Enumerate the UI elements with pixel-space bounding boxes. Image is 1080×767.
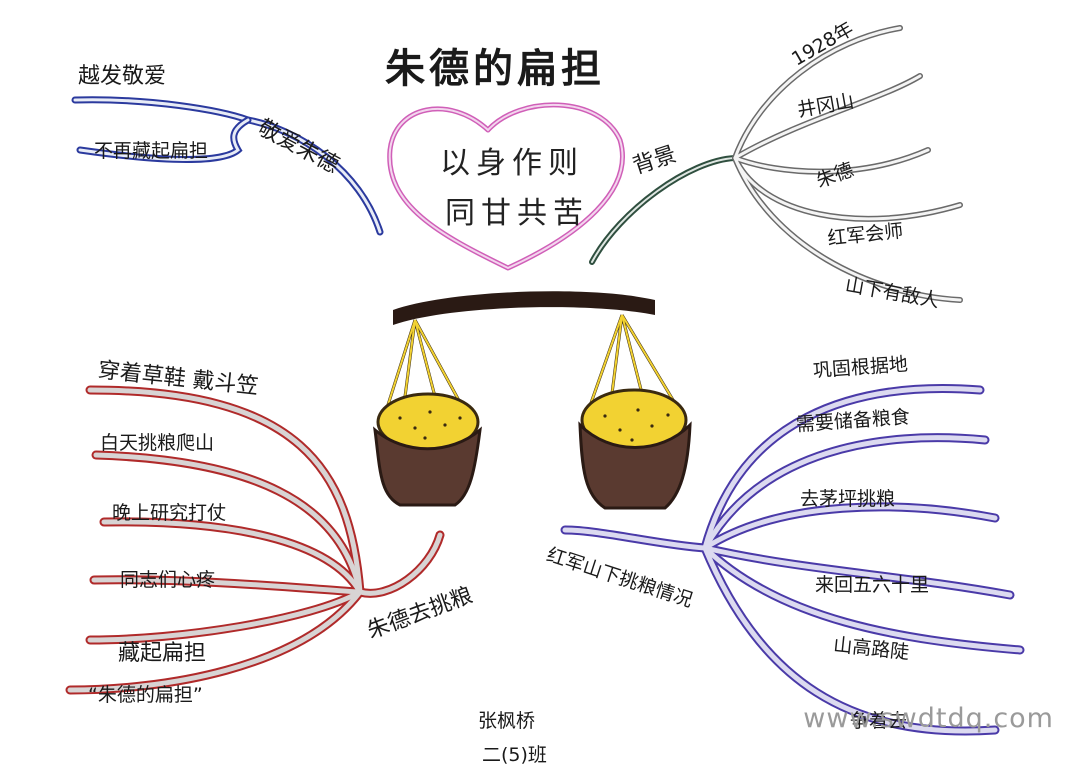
center-text-line2: 同甘共苦 xyxy=(445,196,589,231)
bottom-left-item-6: “朱德的扁担” xyxy=(88,684,203,706)
bottom-left-item-5: 藏起扁担 xyxy=(118,641,207,666)
bottom-right-item-3: 去茅坪挑粮 xyxy=(800,488,896,510)
bottom-right-item-6: 争着去 xyxy=(850,710,908,732)
shoulder-pole-illustration xyxy=(373,291,692,510)
branch-top-right xyxy=(589,25,963,303)
watermark: www.swdtdq.com xyxy=(803,703,1054,734)
bottom-right-item-4: 来回五六十里 xyxy=(815,574,930,596)
center-heart xyxy=(387,102,625,271)
diagram-title: 朱德的扁担 xyxy=(385,46,605,92)
center-text-line1: 以身作则 xyxy=(440,146,584,181)
bottom-left-item-4: 同志们心疼 xyxy=(120,569,216,591)
top-left-item-2: 不再藏起扁担 xyxy=(94,140,209,162)
top-left-item-1: 越发敬爱 xyxy=(78,64,167,89)
author-class: 二(5)班 xyxy=(482,744,547,766)
branch-top-left xyxy=(71,96,384,236)
bottom-left-item-2: 白天挑粮爬山 xyxy=(100,432,215,454)
branch-bottom-left xyxy=(65,385,445,695)
bottom-left-item-3: 晚上研究打仗 xyxy=(112,502,227,524)
branch-bottom-right xyxy=(560,384,1025,736)
author-name: 张枫桥 xyxy=(478,710,536,732)
